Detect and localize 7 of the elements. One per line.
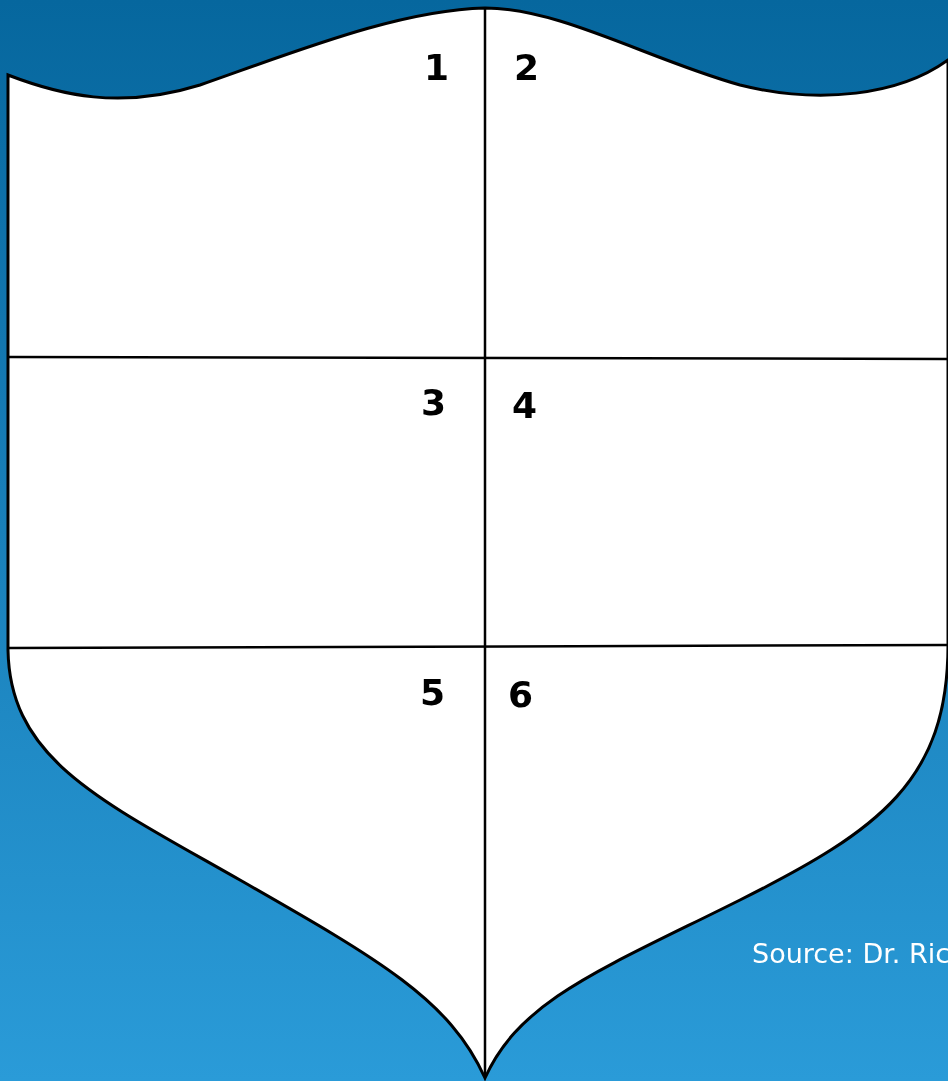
section-number: 1 [424, 50, 450, 86]
section-number: 2 [514, 50, 540, 86]
section-number: 3 [421, 385, 447, 421]
source-note: Source: Dr. Ric [752, 940, 948, 967]
section-number: 4 [512, 388, 538, 424]
section-number: 6 [508, 677, 534, 713]
section-number: 5 [420, 675, 446, 711]
